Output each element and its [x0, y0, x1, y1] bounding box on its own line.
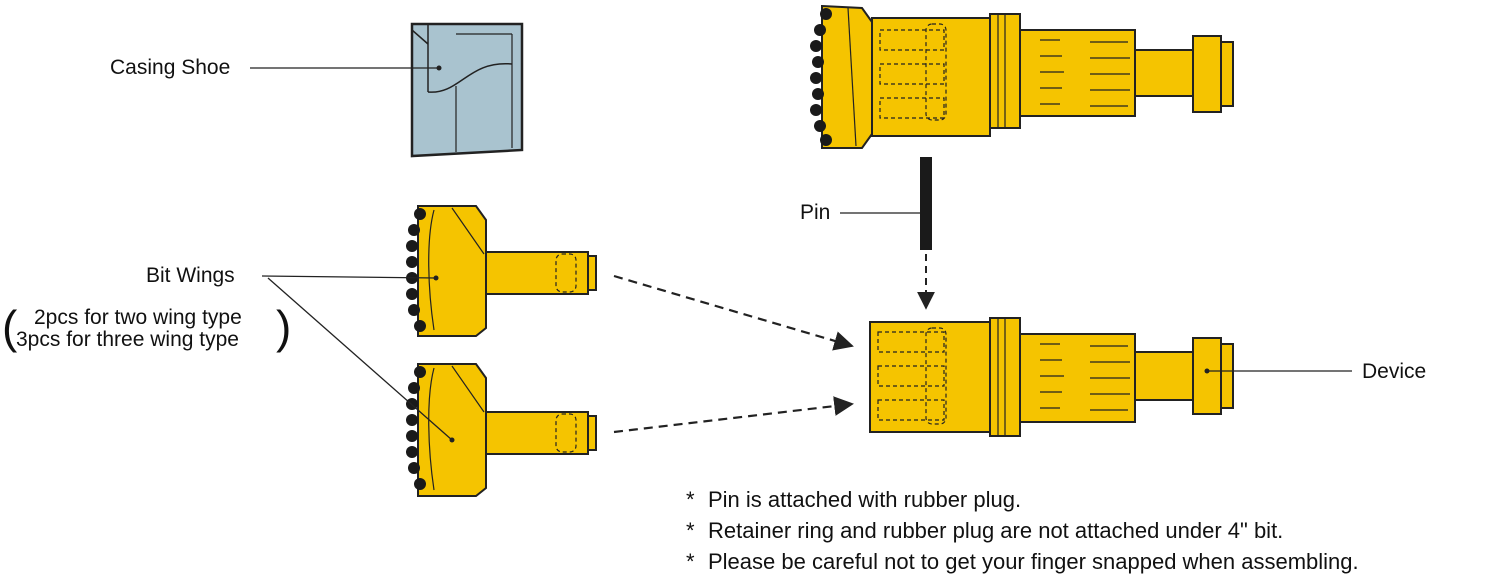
casing-shoe-label: Casing Shoe [110, 56, 231, 79]
bit-wings-leader-lines [261, 275, 453, 441]
note-text: Please be careful not to get your finger… [708, 549, 1359, 574]
note-text: Retainer ring and rubber plug are not at… [708, 518, 1284, 543]
pin-label: Pin [800, 201, 831, 224]
note-item: * Pin is attached with rubber plug. [686, 484, 1359, 515]
bit-wings-note-two: 2pcs for two wing type [34, 306, 242, 329]
bit-wings-paren-close: ) [276, 301, 292, 353]
note-bullet: * [686, 518, 695, 543]
device-part [869, 317, 1234, 437]
note-item: * Please be careful not to get your finge… [686, 546, 1359, 577]
bit-wing-upper [406, 205, 597, 337]
note-item: * Retainer ring and rubber plug are not a… [686, 515, 1359, 546]
wing-arrow-upper [613, 274, 854, 351]
wing-arrow-lower [613, 396, 854, 434]
bit-assembly-top [810, 4, 1234, 149]
assembly-notes: * Pin is attached with rubber plug. * Reta… [686, 484, 1359, 577]
pin-part [920, 157, 932, 250]
device-label: Device [1362, 360, 1427, 383]
bit-wings-label: Bit Wings [146, 264, 235, 287]
note-bullet: * [686, 549, 695, 574]
note-bullet: * [686, 487, 695, 512]
bit-wing-lower [406, 363, 597, 497]
carbide-buttons-top [810, 8, 832, 146]
note-text: Pin is attached with rubber plug. [708, 487, 1022, 512]
bit-wings-note-three: 3pcs for three wing type [16, 328, 239, 351]
bit-wings-paren-open: ( [2, 301, 18, 353]
casing-shoe-part [410, 22, 524, 158]
